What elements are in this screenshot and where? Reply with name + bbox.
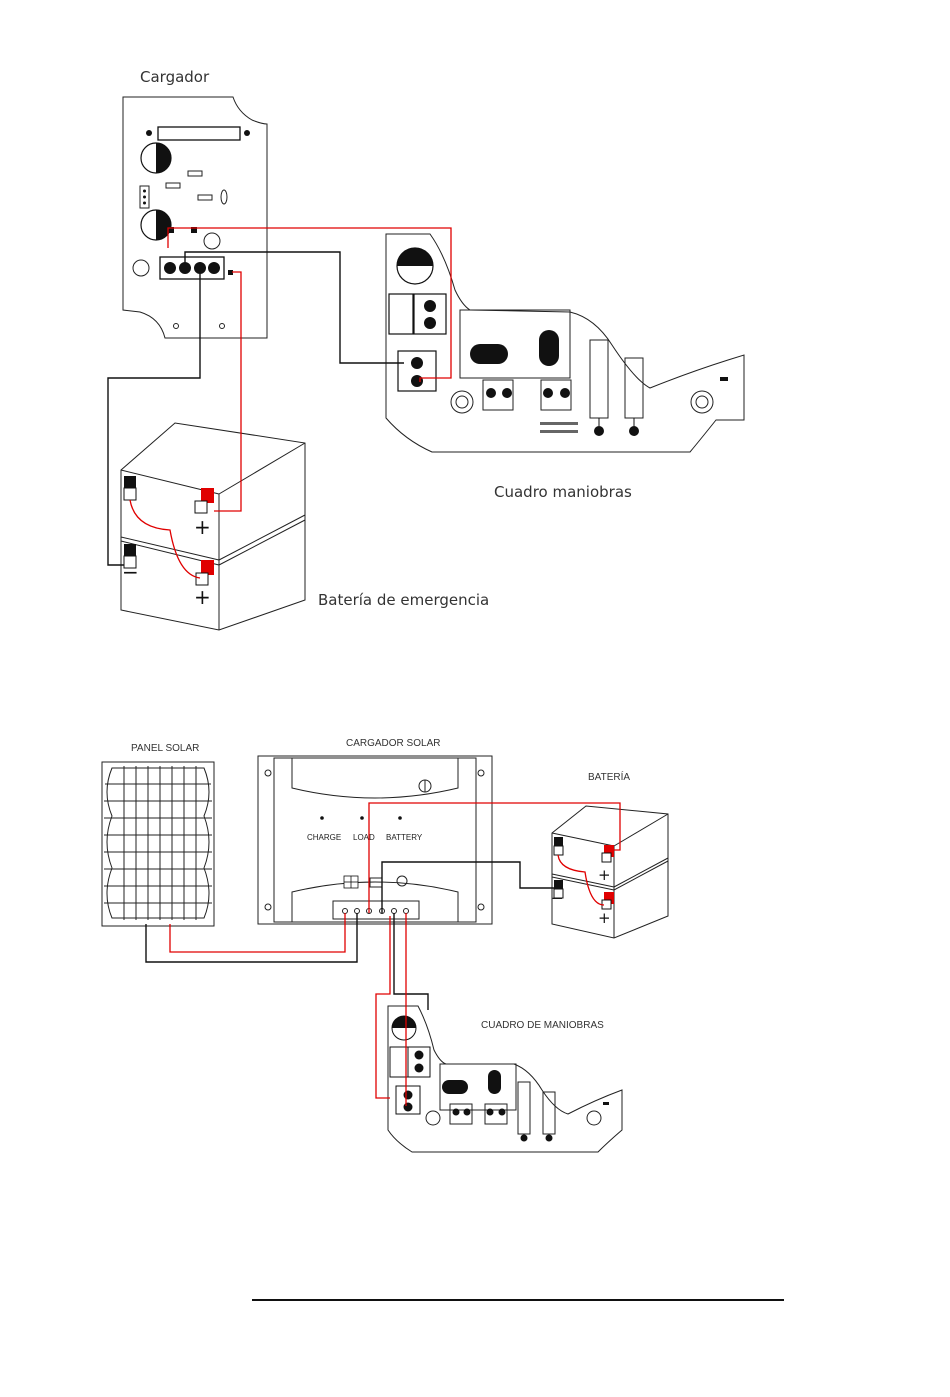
- charger-board: [123, 97, 267, 338]
- control-label: Cuadro maniobras: [494, 483, 632, 501]
- diagram-emergency-battery: Cargador: [108, 68, 744, 630]
- battery1-top-plus-sign: +: [194, 515, 211, 539]
- load-indicator-label: LOAD: [353, 833, 375, 842]
- control2-label: CUADRO DE MANIOBRAS: [481, 1020, 604, 1031]
- battery-label: Batería de emergencia: [318, 591, 489, 609]
- battery2-label: BATERÍA: [588, 770, 630, 783]
- battery-indicator-label: BATTERY: [386, 833, 423, 842]
- battery2-minus-sign: −: [551, 889, 564, 907]
- wiring-2: [146, 803, 620, 1106]
- solar-battery-stack: + + −: [551, 806, 668, 938]
- battery1-minus-sign: −: [122, 560, 139, 584]
- charge-indicator-label: CHARGE: [307, 833, 341, 842]
- control-board: [386, 234, 744, 452]
- solar-panel: [102, 762, 214, 926]
- solar-charger-label: CARGADOR SOLAR: [346, 738, 440, 749]
- battery2-top-plus-sign: +: [598, 866, 611, 884]
- charger-label: Cargador: [140, 68, 210, 86]
- wiring-1: [108, 228, 451, 578]
- diagram-solar: PANEL SOLAR CARGADOR SOLAR BATERÍA CUADR…: [102, 738, 668, 1152]
- battery2-bottom-plus-sign: +: [598, 909, 611, 927]
- solar-panel-label: PANEL SOLAR: [131, 743, 199, 754]
- emergency-battery-stack: + + −: [121, 423, 305, 630]
- battery1-bottom-plus-sign: +: [194, 585, 211, 609]
- solar-charger: CHARGE LOAD BATTERY: [258, 756, 492, 924]
